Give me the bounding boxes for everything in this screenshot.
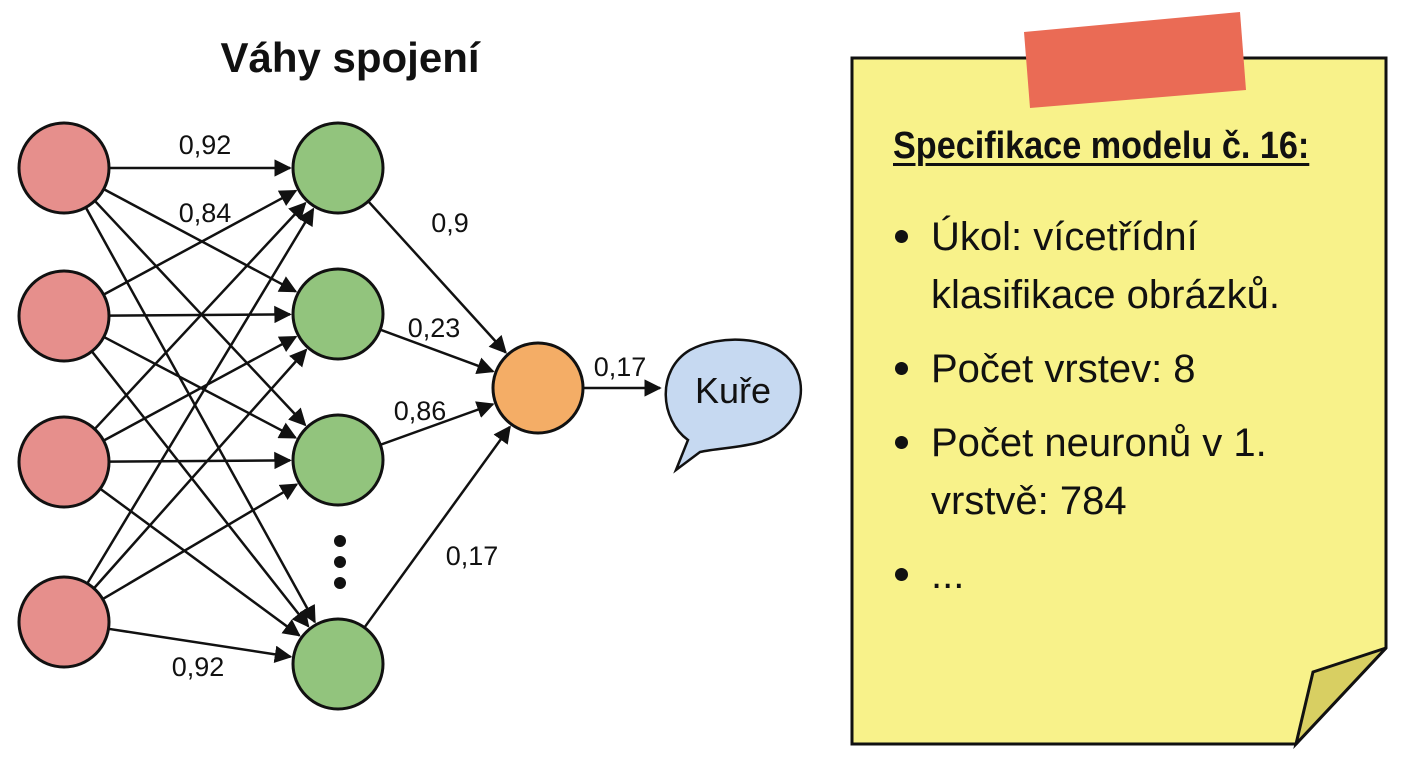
- hidden-layer-ellipsis: [334, 535, 346, 589]
- output-class-label: Kuře: [695, 370, 771, 411]
- weight-label: 0,23: [408, 313, 461, 343]
- weight-label: 0,84: [179, 198, 232, 228]
- spec-item-text: Počet vrstev: 8: [931, 347, 1196, 391]
- spec-item: Úkol: vícetřídní klasifikace obrázků.: [893, 208, 1363, 324]
- weight-label: 0,92: [172, 652, 225, 682]
- input-neuron: [17, 269, 111, 363]
- input-neuron: [17, 121, 111, 215]
- bullet-icon: [895, 568, 908, 581]
- bullet-icon: [895, 230, 908, 243]
- connections: [84, 159, 662, 663]
- sticky-note: [850, 12, 1388, 750]
- tape-strip: [1024, 12, 1246, 108]
- spec-item: Počet vrstev: 8: [893, 340, 1363, 398]
- spec-note-heading: Specifikace modelu č. 16:: [893, 125, 1310, 167]
- input-to-hidden-connection: [93, 201, 307, 430]
- hidden-to-output-connection: [379, 401, 495, 446]
- input-to-hidden-connection: [99, 487, 301, 637]
- input-to-hidden-connection: [108, 627, 293, 663]
- note-folded-corner: [1293, 646, 1388, 750]
- hidden-neuron: [291, 413, 385, 507]
- input-to-hidden-connection: [103, 188, 298, 293]
- spec-list: Úkol: vícetřídní klasifikace obrázků. Po…: [893, 208, 1363, 604]
- hidden-neuron: [291, 121, 385, 215]
- spec-item-text: Úkol: vícetřídní klasifikace obrázků.: [931, 215, 1281, 317]
- spec-item-text: ...: [931, 553, 965, 597]
- weight-label: 0,92: [179, 130, 232, 160]
- hidden-neuron: [291, 617, 385, 711]
- hidden-to-output-connection: [363, 425, 511, 629]
- weight-label: 0,17: [446, 541, 499, 571]
- hidden-neuron: [291, 267, 385, 361]
- input-neuron: [17, 575, 111, 669]
- spec-item: ...: [893, 546, 1363, 604]
- input-to-hidden-connection: [92, 348, 308, 590]
- spec-item: Počet neuronů v 1. vrstvě: 784: [893, 414, 1363, 530]
- input-to-hidden-connection: [102, 189, 298, 296]
- input-to-hidden-connection: [108, 451, 292, 470]
- input-to-hidden-connection: [102, 335, 298, 442]
- bullet-icon: [895, 436, 908, 449]
- input-neuron: [17, 415, 111, 509]
- bullet-icon: [895, 362, 908, 375]
- output-neuron: [491, 341, 585, 435]
- spec-note-content: Specifikace modelu č. 16: Úkol: vícetříd…: [893, 125, 1363, 620]
- weight-label: 0,9: [431, 208, 469, 238]
- spec-item-text: Počet neuronů v 1. vrstvě: 784: [931, 421, 1267, 523]
- input-to-hidden-connection: [90, 350, 310, 628]
- output-speech-bubble: Kuře: [664, 338, 803, 474]
- weight-label: 0,86: [394, 396, 447, 426]
- input-to-hidden-connection: [84, 206, 316, 624]
- nodes: [17, 121, 585, 711]
- hidden-to-output-connection: [379, 328, 495, 375]
- input-to-hidden-connection: [86, 207, 315, 585]
- input-to-hidden-connection: [102, 483, 299, 601]
- weight-label: 0,17: [594, 352, 647, 382]
- hidden-to-output-connection: [367, 200, 507, 354]
- input-to-hidden-connection: [93, 199, 307, 427]
- diagram-title: Váhy spojení: [220, 34, 480, 81]
